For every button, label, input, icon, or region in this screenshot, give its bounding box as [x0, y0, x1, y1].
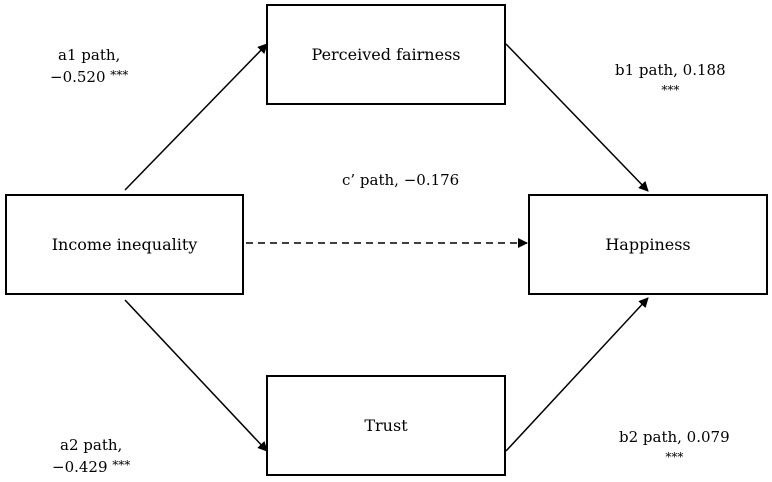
node-perceived-fairness: Perceived fairness: [266, 4, 506, 105]
a1-path-sig: ***: [110, 68, 129, 82]
b2-path-sig: ***: [665, 450, 684, 464]
a2-path-sig: ***: [112, 458, 131, 472]
edge-trust-happiness: [505, 297, 649, 452]
b1-path-label: b1 path, 0.188 ***: [615, 59, 726, 104]
a1-path-name: a1 path,: [58, 46, 121, 64]
node-income-inequality-label: Income inequality: [51, 235, 198, 254]
a2-path-label: a2 path, −0.429 ***: [52, 434, 130, 479]
b2-path-label: b2 path, 0.079 ***: [619, 426, 730, 471]
node-income-inequality: Income inequality: [5, 194, 244, 295]
a1-path-value: −0.520: [50, 68, 106, 86]
node-perceived-fairness-label: Perceived fairness: [311, 45, 461, 64]
c-prime-path-label: c’ path, −0.176: [342, 169, 459, 191]
a1-path-label: a1 path, −0.520 ***: [50, 44, 128, 89]
c-prime-path-text: c’ path, −0.176: [342, 171, 460, 189]
node-happiness: Happiness: [528, 194, 768, 295]
edge-income-trust: [124, 299, 268, 452]
a2-path-name: a2 path,: [60, 436, 123, 454]
edge-fairness-happiness: [505, 43, 649, 192]
node-happiness-label: Happiness: [605, 235, 691, 254]
node-trust: Trust: [266, 375, 506, 476]
b1-path-sig: ***: [661, 83, 680, 97]
b2-path-name: b2 path, 0.079: [619, 428, 730, 446]
b1-path-name: b1 path, 0.188: [615, 61, 726, 79]
node-trust-label: Trust: [364, 416, 408, 435]
a2-path-value: −0.429: [52, 458, 108, 476]
edge-income-fairness: [124, 43, 268, 191]
